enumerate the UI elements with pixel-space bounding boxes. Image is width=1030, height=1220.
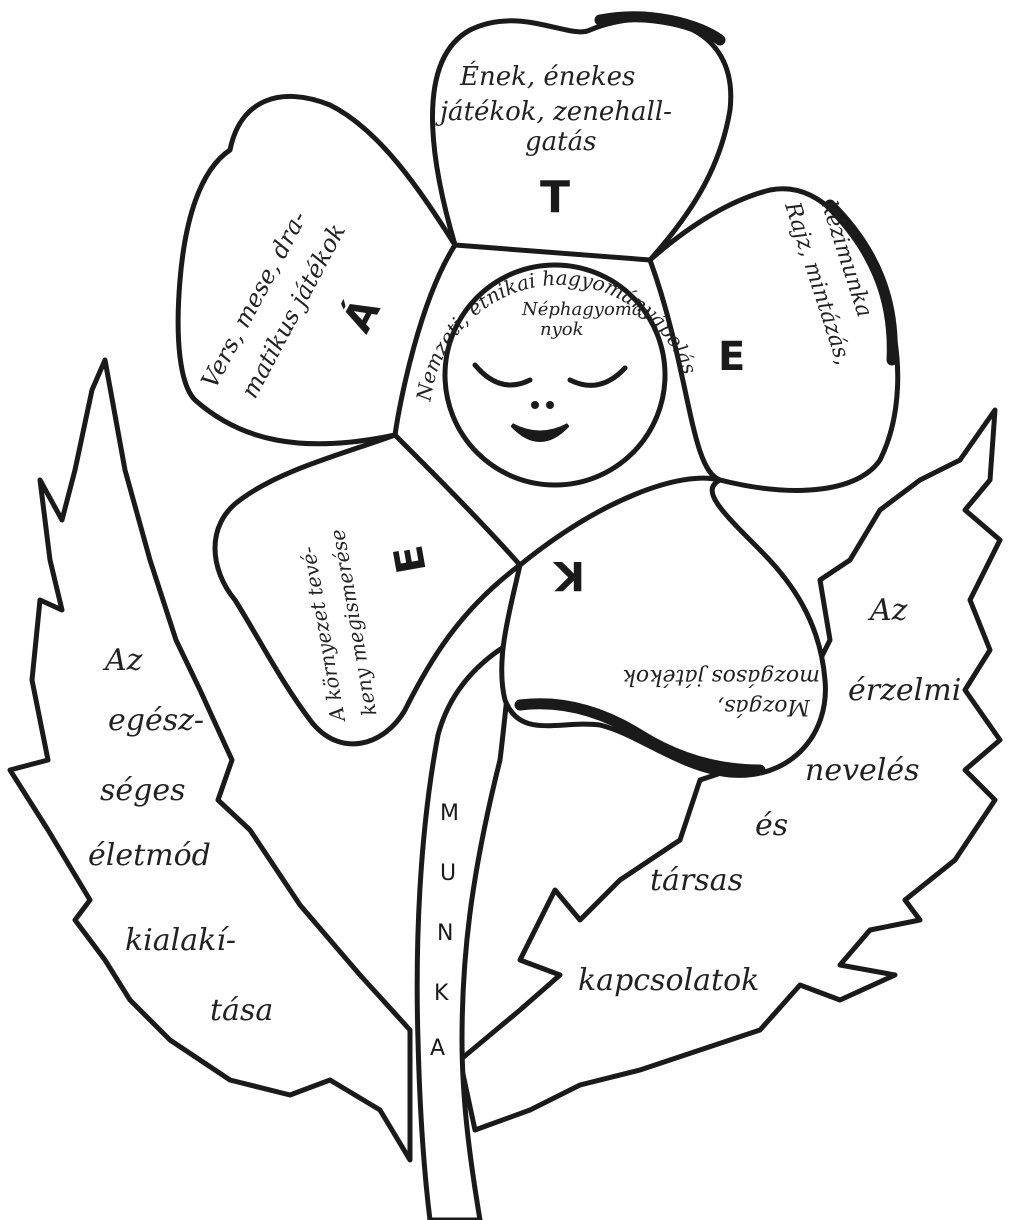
petal-top-line-3: gatás <box>525 127 596 157</box>
left-leaf-line-4: életmód <box>88 838 211 873</box>
stem-letter-m: M <box>440 801 459 826</box>
petal-upper-right-letter: E <box>718 334 745 380</box>
right-leaf-line-4: és <box>755 808 788 843</box>
right-leaf-line-2: érzelmi <box>848 673 961 708</box>
petal-lower-right <box>502 478 826 775</box>
stem-letter-a: A <box>430 1036 445 1061</box>
left-leaf-line-2: egész- <box>108 703 204 738</box>
petal-top-letter: T <box>540 172 570 223</box>
stem-letter-u: U <box>440 861 456 886</box>
center-inner-line-1: Néphagyomá- <box>521 299 649 320</box>
petal-lower-right-letter: K <box>552 552 585 598</box>
right-leaf-line-6: kapcsolatok <box>578 963 759 998</box>
right-leaf-line-1: Az <box>867 593 908 628</box>
stem-letter-k: K <box>434 981 449 1006</box>
left-leaf-line-3: séges <box>100 773 186 808</box>
stem <box>417 640 515 1220</box>
left-leaf-line-5: kialakí- <box>125 923 236 958</box>
nose-right-dot <box>546 401 554 409</box>
petal-top-line-1: Ének, énekes <box>459 60 635 92</box>
petal-lower-right-line-2: mozgásos játékok <box>623 664 820 689</box>
left-leaf-line-1: Az <box>102 643 143 678</box>
petal-lower-right-line-1: Mozgás, <box>717 694 811 719</box>
stem-letter-n: N <box>437 921 453 946</box>
nose-left-dot <box>531 401 539 409</box>
petal-top-line-2: játékok, zenehall- <box>435 97 672 127</box>
center-inner-line-2: nyok <box>540 319 584 340</box>
right-leaf-line-3: nevelés <box>805 753 920 788</box>
right-leaf-line-5: társas <box>650 863 743 898</box>
left-leaf-line-6: tása <box>210 993 273 1028</box>
